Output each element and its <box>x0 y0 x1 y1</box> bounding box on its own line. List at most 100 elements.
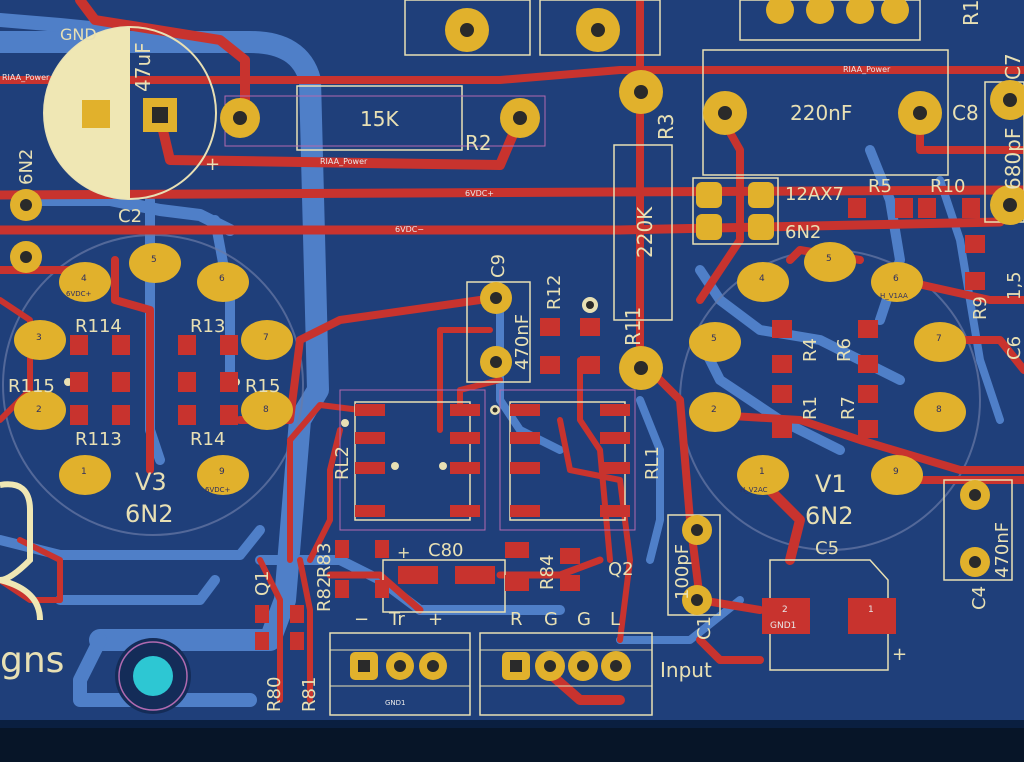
connector-input[interactable]: R G G L Input <box>479 609 712 716</box>
tube-socket-v3[interactable]: 5 6 4 3 7 2 8 1 9 6VDC+ 6VDC+ V3 6N2 <box>14 243 293 528</box>
pad-number: 2 <box>711 405 717 415</box>
ref-r82: R82 <box>314 577 335 612</box>
ref-r1-mid: R1 <box>800 396 821 420</box>
pin-label: H_V1AA <box>880 292 908 300</box>
pad-number: 5 <box>711 334 717 344</box>
ref-r5: R5 <box>868 176 892 197</box>
resistor-value: 15K <box>360 107 399 131</box>
pad-number: 6 <box>893 274 899 284</box>
ref-v3: V3 <box>135 468 167 496</box>
ref-c80: C80 <box>428 540 463 561</box>
ref-c2: C2 <box>118 206 142 227</box>
resistor-value: 220K <box>633 206 657 258</box>
logo-silkscreen: gns <box>0 481 64 681</box>
pin-label: 6VDC+ <box>66 290 92 298</box>
board-edge-bottom <box>0 728 1024 762</box>
pin-label: 6VDC+ <box>205 486 231 494</box>
ref-r3: R3 <box>654 113 678 140</box>
ref-q2: Q2 <box>608 559 634 580</box>
pad-number: 5 <box>151 255 157 265</box>
ref-r84: R84 <box>537 555 558 590</box>
tube-label: 6N2 <box>785 222 821 243</box>
logo-text: gns <box>0 640 64 681</box>
tube-label: 12AX7 <box>785 184 844 205</box>
ref-r2: R2 <box>465 131 492 155</box>
net-label-riaa-power-left: RIAA_Power <box>2 73 50 82</box>
pin-label-r: R <box>510 609 523 630</box>
pad-number: 9 <box>893 467 899 477</box>
connector-power[interactable]: − Tr + GND1 <box>329 609 471 716</box>
resistor-r2[interactable]: 15K R2 <box>220 85 546 155</box>
ref-c4: C4 <box>969 586 990 610</box>
tube-value: 6N2 <box>805 502 854 530</box>
cap-value: 470nF <box>512 314 533 370</box>
pin-label: H_V2AC <box>740 486 768 494</box>
ref-r114: R114 <box>75 316 122 337</box>
ref-r113: R113 <box>75 429 122 450</box>
ref-r4: R4 <box>800 338 821 362</box>
pad-number: 1 <box>868 605 874 615</box>
ref-v1: V1 <box>815 470 847 498</box>
connector-label-input: Input <box>660 658 712 682</box>
pad-number: 4 <box>759 274 765 284</box>
plus-mark: + <box>397 543 410 562</box>
capacitor-c5[interactable]: 2 GND1 1 C5 + <box>762 538 907 671</box>
resistor-r3[interactable]: R3 220K R11 <box>613 70 678 390</box>
net-label-gnd: GND <box>60 25 97 44</box>
net-label-riaa-power-right: RIAA_Power <box>843 65 891 74</box>
capacitor-c80[interactable]: C80 + <box>382 540 506 613</box>
pad-number: 9 <box>219 467 225 477</box>
pad-gnd1: GND1 <box>770 621 796 631</box>
ref-c7: C7 <box>1001 53 1024 80</box>
relay-rl1[interactable]: RL1 <box>490 389 663 531</box>
ref-r11: R11 <box>621 307 645 346</box>
ref-r83: R83 <box>314 543 335 578</box>
cap-value: 220nF <box>790 101 852 125</box>
ref-c6: C6 <box>1004 336 1024 360</box>
value-1-5: 1,5 <box>1004 271 1024 300</box>
tube-selector-header[interactable]: 12AX7 6N2 <box>692 177 844 245</box>
ref-r1-top: R1 <box>959 0 983 26</box>
ref-rl2: RL2 <box>332 446 353 480</box>
pad-number: 8 <box>936 405 942 415</box>
ref-r14: R14 <box>190 429 225 450</box>
smd-r12 <box>540 318 600 374</box>
ref-c5: C5 <box>815 538 839 559</box>
capacitor-c1[interactable]: 100pF C1 <box>667 514 721 640</box>
ref-c8: C8 <box>952 101 979 125</box>
capacitor-c4[interactable]: 470nF C4 <box>943 479 1013 610</box>
pad-number: 2 <box>36 405 42 415</box>
ref-c9: C9 <box>488 254 509 278</box>
capacitor-c7[interactable]: C7 680pF <box>984 53 1024 225</box>
relay-rl2[interactable]: RL2 <box>332 389 486 531</box>
net-label-riaa-power-mid: RIAA_Power <box>320 157 368 166</box>
pin-label-g1: G <box>544 609 558 630</box>
pad-number: 1 <box>81 467 87 477</box>
ref-r81: R81 <box>299 677 320 712</box>
capacitor-c8[interactable]: 220nF C8 <box>702 49 979 176</box>
pin-label-g2: G <box>577 609 591 630</box>
net-label-6vdc-minus: 6VDC− <box>395 225 424 234</box>
pad-number: 8 <box>263 405 269 415</box>
ref-q1: Q1 <box>252 570 273 596</box>
ref-6n2-left: 6N2 <box>16 149 37 185</box>
pin-label-minus: − <box>354 609 369 630</box>
net-label-6vdc-plus: 6VDC+ <box>465 189 494 198</box>
pad-number: 5 <box>826 254 832 264</box>
pad-number: 4 <box>81 274 87 284</box>
cap-value: 680pF <box>1001 128 1024 190</box>
mounting-hole[interactable] <box>115 638 191 714</box>
cap-pad-negative <box>82 100 110 128</box>
capacitor-c9[interactable]: C9 470nF <box>466 254 533 383</box>
capacitor-47uf[interactable]: 47uF + <box>43 26 220 200</box>
board-edge-strip <box>0 720 1024 728</box>
plus-mark: + <box>205 154 220 175</box>
plus-mark: + <box>892 644 907 665</box>
ref-r10: R10 <box>930 176 965 197</box>
ref-r6: R6 <box>834 338 855 362</box>
tube-socket-v1[interactable]: 4 5 6 5 7 2 8 1 9 H_V2AC H_V1AA V1 6N2 <box>689 242 966 530</box>
pad-number: 2 <box>782 605 788 615</box>
pin-label-l: L <box>610 609 620 630</box>
smd-resistor-group-v3 <box>70 335 238 425</box>
